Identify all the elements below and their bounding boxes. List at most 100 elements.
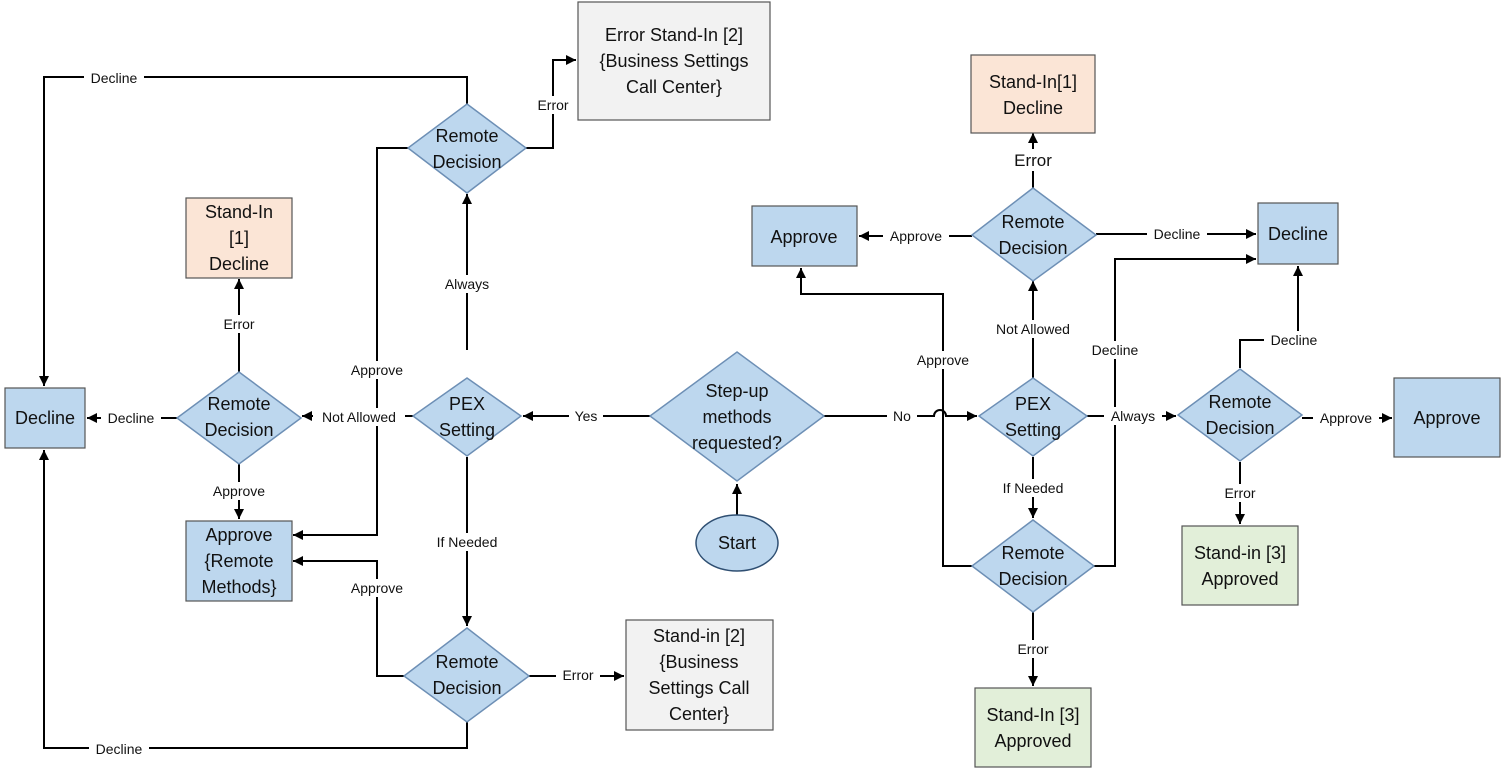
standin1-left-line-1: Stand-In (205, 202, 273, 222)
edge-decline-bottom-left (39, 450, 468, 749)
pex-setting-left[interactable]: PEX Setting (411, 377, 523, 457)
standin3-far-right[interactable]: Stand-in [3] Approved (1181, 525, 1299, 606)
decline-box-right-top[interactable]: Decline (1257, 202, 1339, 265)
start-label: Start (718, 533, 756, 553)
approve-box-right-top[interactable]: Approve (751, 205, 858, 267)
label-always-right: Always (1111, 408, 1155, 424)
approve-far-right-label: Approve (1413, 408, 1480, 428)
edge-labels: Yes No Always Not Allowed If Needed Decl… (84, 69, 1379, 758)
standin3-bottom-line-1: Stand-In [3] (986, 705, 1079, 725)
standin3-far-right-line-2: Approved (1201, 569, 1278, 589)
label-error-bottom-left: Error (562, 667, 593, 683)
standin3-bottom-line-2: Approved (994, 731, 1071, 751)
stepup-line-3: requested? (692, 433, 782, 453)
label-approve-top-left: Approve (351, 362, 403, 378)
remote-bottom-left-line-2: Decision (432, 678, 501, 698)
approve-remote-line-1: Approve (205, 525, 272, 545)
label-yes: Yes (575, 408, 598, 424)
error-standin2-line-1: Error Stand-In [2] (605, 25, 743, 45)
decline-left-label: Decline (15, 408, 75, 428)
error-standin2-line-2: {Business Settings (599, 51, 748, 71)
label-decline-far-right: Decline (1271, 332, 1318, 348)
edge-decline-top-left (39, 76, 468, 386)
label-if-needed-left: If Needed (437, 534, 498, 550)
standin2-bottom-line-2: {Business (659, 652, 738, 672)
approve-right-top-label: Approve (770, 227, 837, 247)
stepup-line-1: Step-up (705, 381, 768, 401)
label-no: No (893, 408, 911, 424)
remote-decision-bottom-right[interactable]: Remote Decision (970, 519, 1096, 613)
edge-decline-far-right (1239, 266, 1303, 368)
pex-right-line-1: PEX (1015, 394, 1051, 414)
standin1-decline-right[interactable]: Stand-In[1] Decline (970, 54, 1096, 134)
label-error-mid-left: Error (223, 316, 254, 332)
remote-decision-top-right[interactable]: Remote Decision (970, 187, 1098, 282)
remote-top-right-line-2: Decision (998, 238, 1067, 258)
remote-top-right-line-1: Remote (1001, 212, 1064, 232)
label-approve-bottom-right: Approve (917, 352, 969, 368)
decline-box-left[interactable]: Decline (4, 387, 86, 449)
remote-far-right-line-1: Remote (1208, 392, 1271, 412)
remote-decision-top-left[interactable]: Remote Decision (406, 103, 528, 194)
label-if-needed-right: If Needed (1003, 480, 1064, 496)
remote-bottom-right-line-2: Decision (998, 569, 1067, 589)
stepup-line-2: methods (702, 407, 771, 427)
label-decline-top-left: Decline (91, 70, 138, 86)
label-not-allowed-left: Not Allowed (322, 409, 396, 425)
nodes: Start Step-up methods requested? PEX Set… (4, 1, 1501, 768)
decline-right-top-label: Decline (1268, 224, 1328, 244)
standin1-right-line-2: Decline (1003, 98, 1063, 118)
label-approve-top-right: Approve (890, 228, 942, 244)
approve-box-far-right[interactable]: Approve (1393, 377, 1501, 458)
standin2-bottom-line-1: Stand-in [2] (653, 626, 745, 646)
remote-decision-far-right[interactable]: Remote Decision (1176, 368, 1304, 462)
standin2-bottom-line-4: Center} (669, 704, 729, 724)
label-not-allowed-right: Not Allowed (996, 321, 1070, 337)
pex-left-line-1: PEX (449, 394, 485, 414)
standin3-far-right-line-1: Stand-in [3] (1194, 543, 1286, 563)
edge-approve-bottom-left (293, 556, 404, 677)
label-decline-top-right: Decline (1154, 226, 1201, 242)
remote-top-left-line-2: Decision (432, 152, 501, 172)
label-error-bottom-right: Error (1017, 641, 1048, 657)
label-error-far-right: Error (1224, 485, 1255, 501)
edge-no (824, 409, 977, 421)
pex-left-line-2: Setting (439, 420, 495, 440)
remote-mid-left-line-2: Decision (204, 420, 273, 440)
label-approve-mid-left: Approve (213, 483, 265, 499)
standin2-bottom-line-3: Settings Call (648, 678, 749, 698)
label-error-top-right: Error (1014, 151, 1052, 170)
label-decline-mid-left: Decline (108, 410, 155, 426)
remote-mid-left-line-1: Remote (207, 394, 270, 414)
label-always-left: Always (445, 276, 489, 292)
standin1-left-line-2: [1] (229, 228, 249, 248)
pex-right-line-2: Setting (1005, 420, 1061, 440)
pex-setting-right[interactable]: PEX Setting (977, 377, 1089, 457)
remote-bottom-right-line-1: Remote (1001, 543, 1064, 563)
label-approve-far-right: Approve (1320, 410, 1372, 426)
label-approve-bottom-left: Approve (351, 580, 403, 596)
stepup-decision[interactable]: Step-up methods requested? (648, 351, 826, 482)
standin1-right-line-1: Stand-In[1] (989, 72, 1077, 92)
standin3-bottom[interactable]: Stand-In [3] Approved (974, 687, 1092, 768)
approve-remote-methods[interactable]: Approve {Remote Methods} (185, 520, 293, 602)
start-node[interactable]: Start (695, 514, 779, 572)
label-decline-bottom-left: Decline (96, 741, 143, 757)
remote-decision-bottom-left[interactable]: Remote Decision (402, 627, 531, 723)
error-standin2-top[interactable]: Error Stand-In [2] {Business Settings Ca… (577, 1, 771, 121)
remote-bottom-left-line-1: Remote (435, 652, 498, 672)
remote-top-left-line-1: Remote (435, 126, 498, 146)
edge-approve-bottom-right (796, 268, 972, 567)
remote-far-right-line-2: Decision (1205, 418, 1274, 438)
edge-approve-top-left (293, 147, 408, 540)
error-standin2-line-3: Call Center} (626, 77, 722, 97)
standin1-left-line-3: Decline (209, 254, 269, 274)
label-error-top-left: Error (537, 97, 568, 113)
approve-remote-line-2: {Remote (204, 551, 273, 571)
standin1-decline-left[interactable]: Stand-In [1] Decline (185, 197, 293, 279)
remote-decision-mid-left[interactable]: Remote Decision (175, 371, 303, 465)
label-decline-bottom-right: Decline (1092, 342, 1139, 358)
standin2-bottom[interactable]: Stand-in [2] {Business Settings Call Cen… (625, 619, 774, 731)
